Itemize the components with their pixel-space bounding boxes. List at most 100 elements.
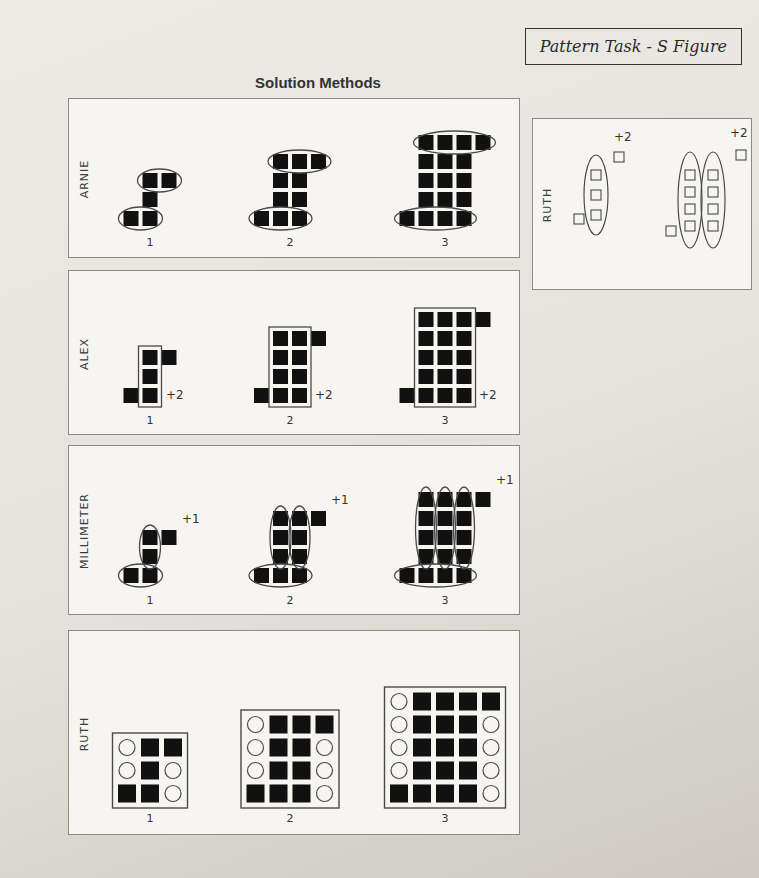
removed-tile: [391, 717, 407, 733]
removed-tile: [248, 763, 264, 779]
figure-number: 1: [147, 414, 154, 427]
pattern-figure: [395, 487, 491, 587]
tile-square: [482, 693, 500, 711]
tile-square: [143, 350, 158, 365]
tile-square: [438, 331, 453, 346]
tile-square: [438, 511, 453, 526]
grouping-oval: [138, 169, 182, 192]
panel-ground: [532, 118, 752, 290]
grouping-oval: [119, 564, 163, 587]
grouping-box: [415, 308, 476, 407]
tile-square: [162, 350, 177, 365]
tile-square: [457, 350, 472, 365]
tile-square: [419, 135, 434, 150]
tile-square: [390, 785, 408, 803]
tile-square: [273, 511, 288, 526]
grouping-oval: [701, 152, 725, 248]
tile-square: [247, 785, 265, 803]
panel-ground: [68, 270, 520, 435]
tile-square: [457, 511, 472, 526]
tile-square: [438, 549, 453, 564]
grouping-oval: [395, 564, 477, 587]
tile-square: [270, 739, 288, 757]
tile-square: [457, 388, 472, 403]
pattern-figure: [395, 131, 496, 230]
tile-square: [400, 568, 415, 583]
extra-count: +2: [166, 388, 184, 402]
grouping-oval: [119, 207, 163, 230]
sketch-square: [685, 204, 695, 214]
extra-count: +1: [331, 493, 349, 507]
tile-square: [457, 312, 472, 327]
sketch-square: [666, 226, 676, 236]
tile-square: [457, 154, 472, 169]
tile-square: [438, 350, 453, 365]
removed-tile: [165, 786, 181, 802]
tile-square: [273, 211, 288, 226]
removed-tile: [317, 786, 333, 802]
tile-square: [438, 211, 453, 226]
removed-tile: [483, 786, 499, 802]
method-panel: RUTH: [68, 630, 520, 835]
tile-square: [459, 762, 477, 780]
tile-square: [118, 785, 136, 803]
tile-square: [292, 549, 307, 564]
tile-square: [413, 716, 431, 734]
tile-square: [143, 369, 158, 384]
method-panel: ARNIE: [68, 98, 520, 258]
sketch-square: [685, 221, 695, 231]
tile-square: [457, 369, 472, 384]
grouping-box: [113, 733, 188, 808]
tile-square: [254, 211, 269, 226]
tile-square: [273, 549, 288, 564]
tile-square: [457, 331, 472, 346]
tile-square: [419, 173, 434, 188]
pattern-figure: [249, 150, 331, 230]
grouping-box: [241, 710, 339, 808]
tile-square: [438, 369, 453, 384]
pattern-figure: [249, 506, 326, 587]
sketch-square: [614, 152, 624, 162]
title: Solution Methods: [255, 74, 381, 91]
student-name: ALEX: [78, 337, 91, 369]
tile-square: [273, 173, 288, 188]
tile-square: [311, 331, 326, 346]
tile-square: [436, 785, 454, 803]
tile-square: [292, 511, 307, 526]
tile-square: [273, 154, 288, 169]
grouping-oval: [249, 207, 312, 230]
tile-square: [292, 369, 307, 384]
removed-tile: [391, 740, 407, 756]
panel-ground: [68, 98, 520, 258]
tile-square: [419, 388, 434, 403]
removed-tile: [119, 763, 135, 779]
tile-square: [254, 568, 269, 583]
grouping-oval: [584, 155, 608, 235]
tile-square: [141, 739, 159, 757]
extra-count: +1: [496, 473, 514, 487]
pattern-figure: [385, 687, 506, 808]
tile-square: [419, 511, 434, 526]
tile-square: [400, 388, 415, 403]
removed-tile: [483, 763, 499, 779]
tile-square: [316, 716, 334, 734]
grouping-box: [139, 346, 162, 407]
figure-number: 2: [287, 236, 294, 249]
tile-square: [419, 312, 434, 327]
tile-square: [141, 785, 159, 803]
tile-square: [293, 785, 311, 803]
tile-square: [293, 716, 311, 734]
tile-square: [273, 568, 288, 583]
removed-tile: [248, 717, 264, 733]
sketch-square: [708, 170, 718, 180]
grouping-oval: [140, 525, 161, 569]
removed-tile: [483, 740, 499, 756]
tile-square: [162, 530, 177, 545]
tile-square: [292, 154, 307, 169]
figure-number: 1: [147, 812, 154, 825]
tile-square: [124, 211, 139, 226]
grouping-oval: [270, 506, 291, 569]
removed-tile: [317, 763, 333, 779]
grouping-oval: [268, 150, 331, 173]
tile-square: [419, 369, 434, 384]
